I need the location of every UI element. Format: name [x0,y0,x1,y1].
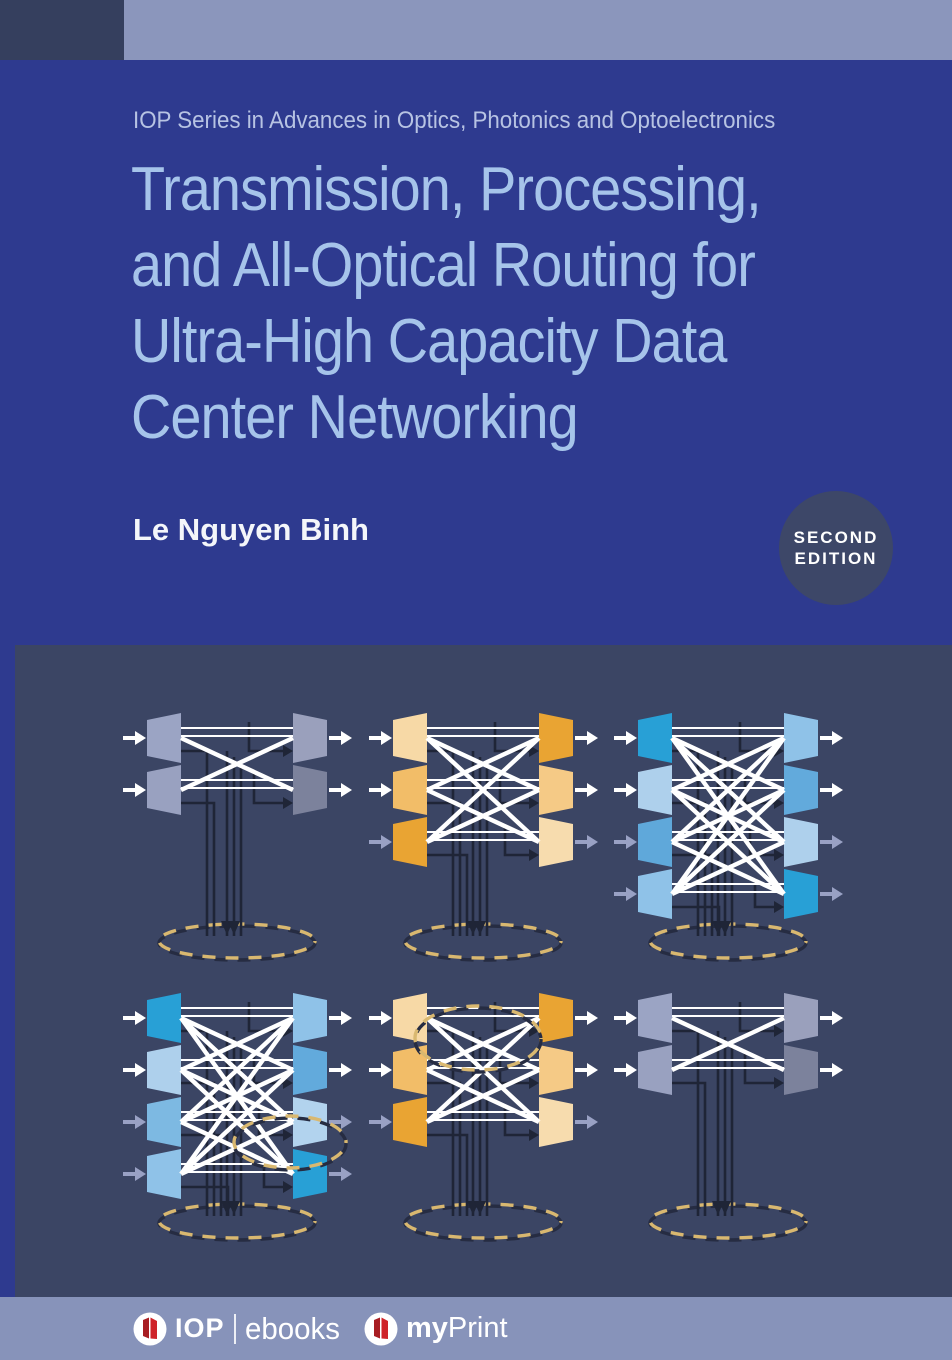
myprint-wordmark-bold: my [406,1312,448,1344]
switch-diagram-top-right [594,685,862,985]
top-gray-bar [124,0,952,60]
logo-divider [233,1313,236,1344]
book-title-line-1: Transmission, Processing, [131,155,762,224]
edition-badge: SECOND EDITION [779,491,893,605]
myprint-wordmark-regular: Print [447,1312,508,1344]
iop-wordmark: IOP [175,1313,225,1343]
edition-line-2: EDITION [794,549,878,568]
switch-diagram-bottom-left [103,965,371,1265]
author-name: Le Nguyen Binh [133,512,369,547]
myprint-book-icon [364,1312,398,1345]
switch-diagram-bottom-right [594,965,862,1265]
series-title: IOP Series in Advances in Optics, Photon… [133,107,776,134]
iop-ebooks-logo: IOP ebooks [133,1297,344,1360]
myprint-logo: my Print [364,1297,508,1360]
switch-diagram-top-middle [349,685,617,985]
switch-diagram-bottom-middle [349,965,617,1265]
ebooks-wordmark: ebooks [244,1310,340,1346]
book-title-line-4: Center Networking [131,383,579,452]
edition-line-1: SECOND [793,528,879,547]
book-title: Transmission, Processing, and All-Optica… [131,152,762,456]
book-title-line-2: and All-Optical Routing for [131,231,756,300]
iop-book-icon [133,1312,167,1345]
switch-diagram-top-left [103,685,371,985]
footer-bar: IOP ebooks my Print [0,1297,952,1360]
top-navy-block [0,0,124,60]
book-title-line-3: Ultra-High Capacity Data [131,307,727,376]
